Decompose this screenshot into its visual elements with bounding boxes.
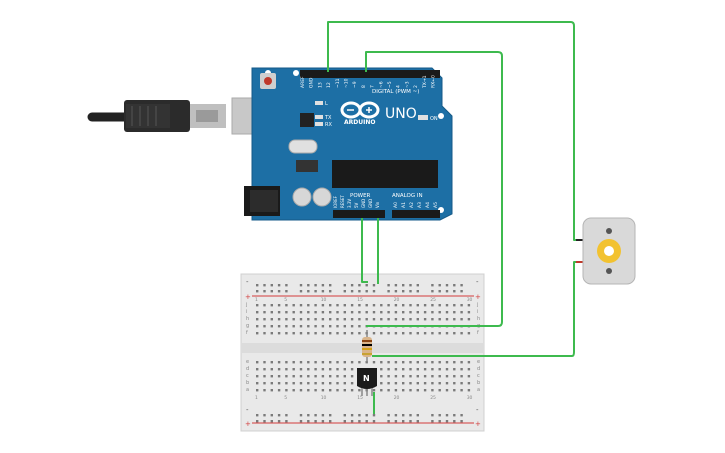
wire-pin9-to-resistor[interactable] <box>365 51 503 327</box>
power-pin-label: GND <box>361 199 366 208</box>
digital-pin-label: ~6 <box>378 81 384 88</box>
npn-transistor[interactable] <box>357 368 377 396</box>
row-letter: f <box>246 330 248 336</box>
plus-label-left-top: + <box>245 293 251 301</box>
column-number: 5 <box>284 297 287 303</box>
usb-cable[interactable] <box>87 100 226 132</box>
digital-pin-label: ~11 <box>335 78 341 88</box>
column-number: 5 <box>284 395 287 401</box>
resistor[interactable] <box>362 330 372 362</box>
column-number: 20 <box>394 395 400 401</box>
analog-pin-label: A0 <box>393 202 399 208</box>
row-letter: d <box>477 366 480 372</box>
column-number: 1 <box>255 395 258 401</box>
digital-pin-label: ~9 <box>352 81 358 88</box>
digital-pin-label: 13 <box>317 82 323 88</box>
row-letter: b <box>477 380 480 386</box>
row-letter: h <box>246 316 249 322</box>
power-pin-label: IOREF <box>333 195 338 208</box>
minus-label-right-bottom: - <box>476 406 479 414</box>
wire-5v-to-rail[interactable] <box>361 218 368 283</box>
row-letter: i <box>246 309 247 315</box>
column-number: 15 <box>357 395 363 401</box>
power-pin-label: RESET <box>340 195 345 208</box>
wire-gnd-to-motor[interactable] <box>327 21 580 241</box>
board-model: UNO <box>385 106 417 122</box>
digital-pin-label: RX←0 <box>431 75 437 88</box>
column-number: 30 <box>467 297 473 303</box>
digital-pin-label: 2 <box>413 85 419 88</box>
digital-pin-label: TX→1 <box>422 75 428 89</box>
row-letter: c <box>477 373 480 379</box>
wire-collector-to-motor[interactable] <box>372 261 580 357</box>
digital-pin-label: GND <box>309 77 315 88</box>
row-letter: f <box>477 330 479 336</box>
column-number: 30 <box>467 395 473 401</box>
plus-label-right-top: + <box>475 293 481 301</box>
power-header-label: POWER <box>350 193 371 199</box>
row-letter: e <box>477 359 480 365</box>
plus-label-right-bottom: + <box>475 420 481 428</box>
digital-pin-label: AREF <box>300 76 306 88</box>
row-letter: c <box>246 373 249 379</box>
dc-motor[interactable] <box>576 217 636 285</box>
tx-led-label: TX <box>324 115 332 121</box>
column-number: 10 <box>321 297 327 303</box>
power-pin-label: GND <box>368 199 373 208</box>
digital-pin-label: 7 <box>370 85 376 88</box>
l-led-label: L <box>325 101 328 107</box>
on-led-label: ON <box>430 116 438 122</box>
transistor-label: N <box>363 374 370 383</box>
column-number: 1 <box>255 297 258 303</box>
row-letter: e <box>246 359 249 365</box>
minus-label-right-top: - <box>476 278 479 286</box>
row-letter: i <box>477 309 478 315</box>
digital-pin-label: 4 <box>396 85 402 88</box>
power-pin-label: 5V <box>354 202 359 208</box>
arduino-uno-board[interactable] <box>244 67 453 221</box>
row-letter: g <box>246 323 249 329</box>
digital-header-label: DIGITAL (PWM ~) <box>372 89 419 95</box>
digital-header <box>300 70 440 78</box>
row-letter: a <box>477 387 480 393</box>
row-letter: d <box>246 366 249 372</box>
power-header <box>333 210 385 218</box>
analog-pin-label: A5 <box>433 202 439 208</box>
minus-label-left-top: - <box>246 278 249 286</box>
column-number: 20 <box>394 297 400 303</box>
power-pin-label: 3.3V <box>347 199 352 208</box>
column-number: 25 <box>430 297 436 303</box>
analog-pin-label: A1 <box>401 202 407 208</box>
digital-pin-label: ~5 <box>387 81 393 88</box>
analog-pin-label: A2 <box>409 202 415 208</box>
row-letter: h <box>477 316 480 322</box>
analog-pin-label: A3 <box>417 202 423 208</box>
plus-label-left-bottom: + <box>245 420 251 428</box>
row-letter: b <box>246 380 249 386</box>
power-pin-label: Vin <box>375 201 380 208</box>
analog-pin-label: A4 <box>425 202 431 208</box>
column-number: 15 <box>357 297 363 303</box>
row-letter: j <box>245 302 247 308</box>
minus-label-left-bottom: - <box>246 406 249 414</box>
atmega-chip <box>332 160 438 188</box>
rx-led-label: RX <box>325 122 332 128</box>
analog-header-label: ANALOG IN <box>392 193 423 199</box>
analog-header <box>392 210 440 218</box>
row-letter: j <box>476 302 478 308</box>
column-number: 10 <box>321 395 327 401</box>
digital-pin-label: ~3 <box>404 81 410 88</box>
digital-pin-label: 8 <box>361 85 367 88</box>
column-number: 25 <box>430 395 436 401</box>
arduino-logo-icon <box>340 101 380 119</box>
digital-pin-label: ~10 <box>344 78 350 88</box>
breadboard-holes <box>256 284 471 423</box>
board-brand: ARDUINO <box>344 119 375 126</box>
digital-pin-label: 12 <box>326 82 332 88</box>
row-letter: a <box>246 387 249 393</box>
